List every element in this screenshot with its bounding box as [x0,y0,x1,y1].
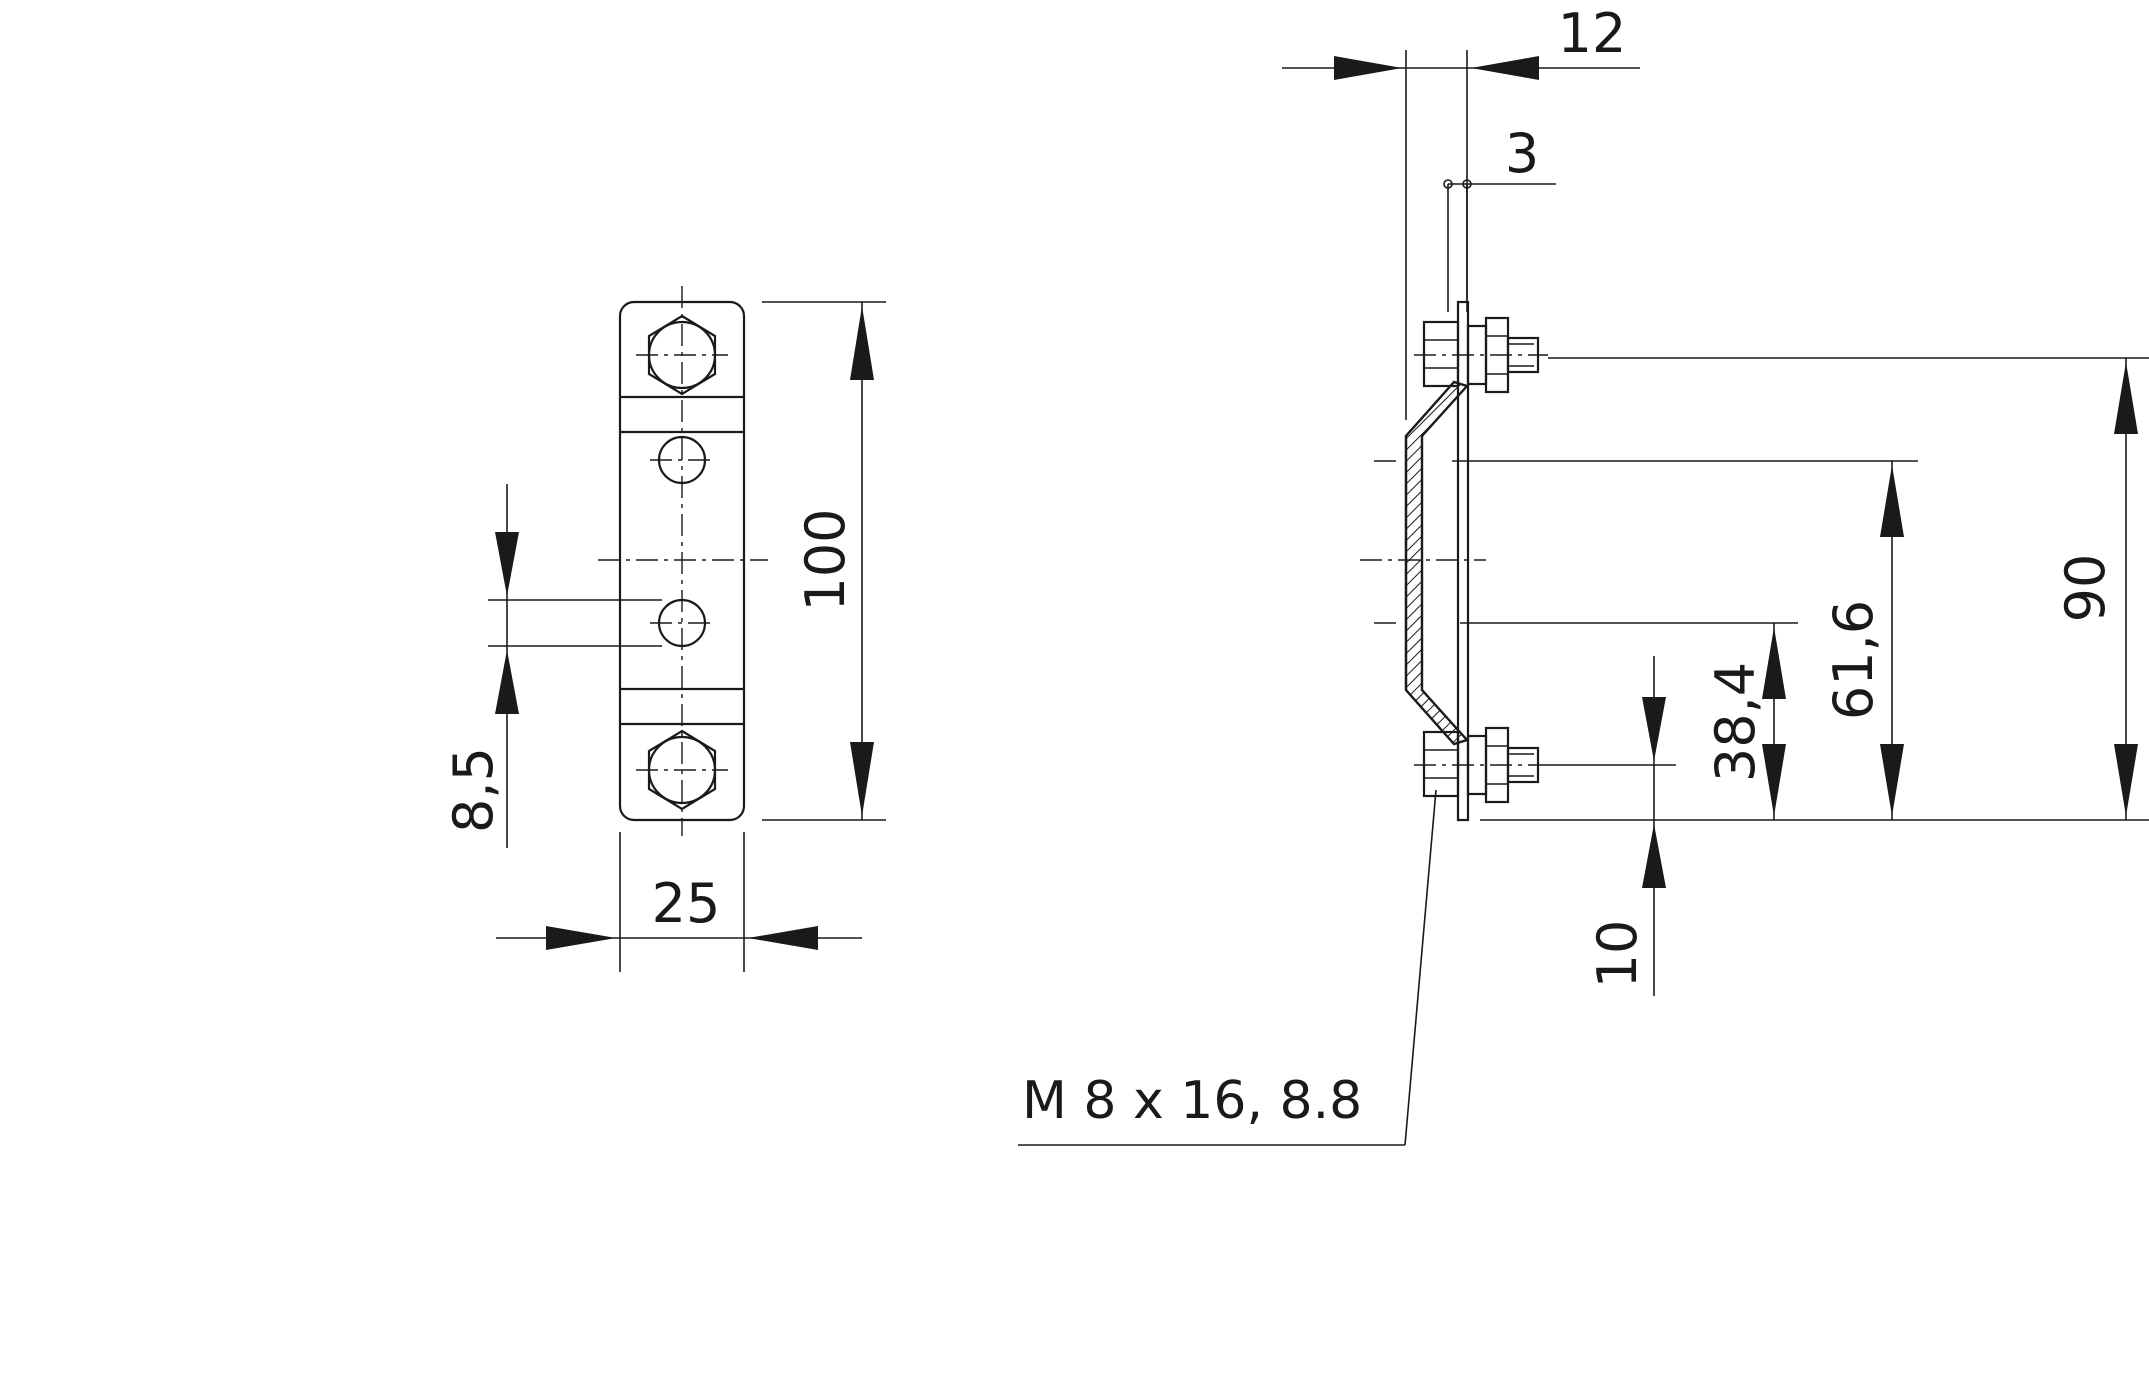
dim-top-width: 12 [1282,2,1640,420]
bracket-section [1404,380,1470,746]
dim-hole: 8,5 [442,484,662,848]
dim-thickness-label: 3 [1505,122,1539,185]
dim-inner-slot-label: 38,4 [1704,662,1767,782]
dim-bolt-spacing: 90 [1480,357,2149,821]
dim-top-width-label: 12 [1558,2,1627,65]
dim-outer-slot: 61,6 [1374,460,1918,820]
dim-height: 100 [762,301,886,821]
dim-hole-label: 8,5 [442,747,505,833]
front-view: 100 25 8,5 [442,286,886,972]
dim-outer-slot-label: 61,6 [1822,600,1885,720]
dim-thickness: 3 [1443,122,1556,312]
bolt-note: M 8 x 16, 8.8 [1018,789,1437,1146]
dim-offset-label: 10 [1586,920,1649,989]
dim-bolt-spacing-label: 90 [2054,554,2117,623]
dim-inner-slot: 38,4 [1374,622,1798,820]
dim-width-label: 25 [652,872,721,935]
dim-height-label: 100 [794,508,857,611]
dim-width: 25 [496,832,862,972]
bolt-note-label: M 8 x 16, 8.8 [1022,1071,1362,1131]
dim-offset: 10 [1548,656,1676,996]
side-view: 12 3 90 61,6 [1018,2,2149,1146]
